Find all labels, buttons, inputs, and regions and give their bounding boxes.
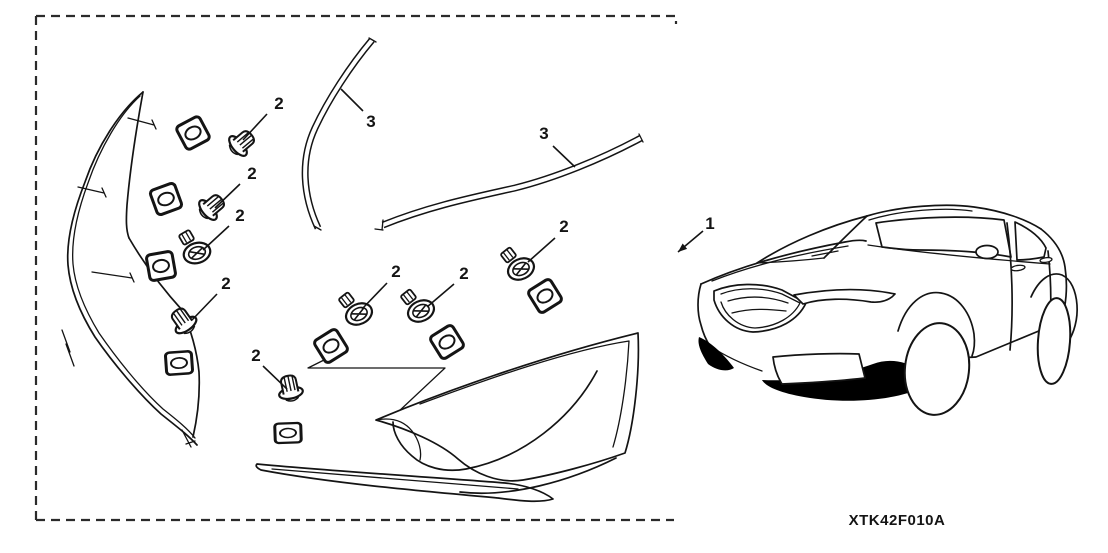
door-handle (1010, 264, 1026, 272)
fin-inner-line (419, 340, 630, 448)
tape-strip-left (301, 37, 377, 231)
strip-body (301, 37, 375, 230)
a-pillar (823, 215, 868, 259)
callout-layer: 1 2 2 2 2 2 2 2 2 3 3 (191, 88, 715, 390)
callout-label: 2 (459, 264, 468, 283)
front-under-spoiler (255, 332, 640, 503)
callout-label: 1 (705, 214, 714, 233)
front-door-cut (1006, 222, 1013, 351)
grille-bars (720, 288, 801, 329)
callout-label: 2 (391, 262, 400, 281)
quarter-window (1014, 221, 1047, 261)
callout-leader (202, 225, 230, 251)
clip-set (165, 124, 539, 405)
grommet (173, 113, 213, 153)
grommet (311, 326, 351, 366)
callout-leader (426, 283, 455, 308)
center-swoosh (392, 370, 598, 472)
callout-leader (361, 282, 388, 310)
roof-line (866, 204, 1042, 230)
wiper (811, 250, 839, 257)
strip-core (382, 136, 642, 227)
push-clip (337, 290, 377, 330)
grommet (163, 349, 195, 377)
front-corner-spoiler-black (698, 337, 734, 371)
callout-leader (262, 365, 288, 390)
callout-label: 2 (274, 94, 283, 113)
callout-label: 2 (247, 164, 256, 183)
push-clip (499, 245, 539, 285)
side-spoiler-piece (61, 91, 201, 448)
callout-leader (242, 113, 268, 141)
callout-leader (191, 293, 218, 321)
push-clip (173, 227, 218, 272)
hood-top (700, 239, 867, 285)
blade-inner-line (271, 468, 519, 490)
headlight (793, 288, 896, 305)
inner-edge-top (125, 91, 144, 239)
callout-label: 2 (235, 206, 244, 225)
callout-label: 3 (539, 124, 548, 143)
rear-wheel-arch (1030, 273, 1078, 343)
door-mirror (975, 244, 999, 260)
push-clip (274, 372, 306, 405)
grommet (144, 249, 178, 283)
front-wheel-arch (897, 291, 976, 357)
tip-inner-line (375, 418, 422, 461)
edge-hatch (61, 329, 75, 367)
bottom-sweep (459, 457, 617, 495)
callout-label: 2 (221, 274, 230, 293)
callout-leader (340, 88, 364, 112)
roof-inner-line (868, 208, 973, 221)
front-edge (697, 283, 711, 347)
mount-pin (91, 271, 135, 283)
outer-edge (66, 91, 198, 446)
front-wheel (903, 322, 971, 416)
windshield-far-pillar (756, 215, 868, 264)
rear-wheel (1036, 297, 1072, 385)
grommet (147, 180, 185, 218)
callout-leader (214, 183, 241, 209)
grommet (427, 322, 467, 362)
cowl-line (756, 257, 825, 264)
tape-strip-right (374, 133, 644, 231)
hood-crease (711, 245, 849, 282)
callout-label: 2 (559, 217, 568, 236)
part-code: XTK42F010A (849, 512, 946, 529)
mount-pin (181, 429, 196, 448)
strip-end-cap (313, 37, 377, 231)
callout-label: 3 (366, 112, 375, 131)
grommet (273, 421, 303, 445)
push-clip (223, 124, 261, 162)
callout-leader (552, 145, 576, 168)
boundary-top (36, 14, 678, 24)
fold-zigzag (307, 356, 446, 414)
strip-end-cap (374, 133, 644, 231)
strip-core (303, 38, 374, 229)
push-clip (165, 302, 202, 340)
grommet (525, 276, 565, 316)
push-clip (399, 287, 439, 327)
kit-boundary (34, 14, 678, 522)
mount-pin (127, 117, 157, 130)
callout-label: 2 (251, 346, 260, 365)
mount-pin (77, 186, 107, 198)
door-handle (1039, 256, 1053, 264)
callout-arrowhead (678, 243, 688, 252)
push-clip (193, 188, 231, 226)
license-plate-recess (772, 352, 866, 385)
spoiler-fin (375, 332, 640, 482)
callout-leader (527, 237, 556, 263)
car-illustration (697, 204, 1078, 416)
outer-edge-inner (72, 95, 196, 439)
